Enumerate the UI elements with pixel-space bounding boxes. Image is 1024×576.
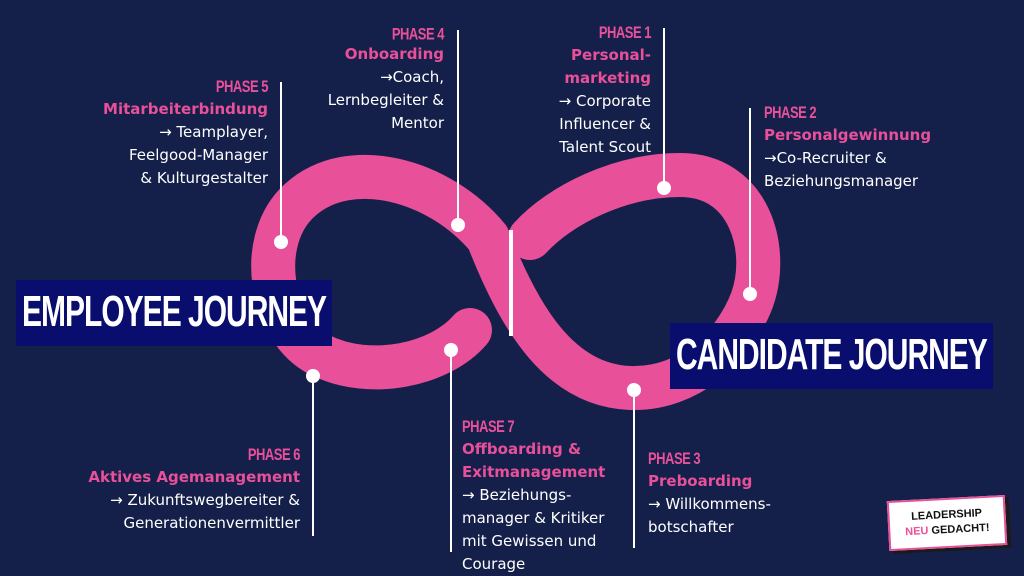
marker-phase-5	[274, 235, 288, 249]
phase-2-title: Personalgewinnung	[764, 126, 932, 144]
phase-3-tag: PHASE 3	[648, 448, 701, 468]
phase-7-title: Offboarding & Exitmanagement	[462, 440, 606, 481]
phase-2-desc: →Co-Recruiter & Beziehungsmanager	[764, 149, 919, 190]
phase-6-title: Aktives Agemanagement	[88, 468, 300, 486]
phase-7: PHASE 7 Offboarding & Exitmanagement → B…	[462, 417, 632, 576]
phase-3-desc: → Willkommens- botschafter	[648, 495, 771, 536]
badge-gedacht: GEDACHT!	[931, 521, 990, 537]
phase-6-desc: → Zukunftswegbereiter & Generationenverm…	[110, 491, 300, 532]
marker-phase-6	[306, 369, 320, 383]
phase-3-title: Preboarding	[648, 472, 753, 490]
phase-4-desc: →Coach, Lernbegleiter & Mentor	[327, 68, 444, 132]
phase-1-desc: → Corporate Influencer & Talent Scout	[558, 92, 651, 156]
employee-journey-label: EMPLOYEE JOURNEY	[16, 280, 333, 346]
phase-1-title: Personal- marketing	[564, 46, 651, 87]
marker-phase-2	[743, 287, 757, 301]
marker-phase-1	[657, 181, 671, 195]
marker-phase-4	[451, 218, 465, 232]
marker-phase-7	[444, 343, 458, 357]
phase-5-title: Mitarbeiterbindung	[103, 100, 268, 118]
marker-phase-3	[627, 383, 641, 397]
phase-5-tag: PHASE 5	[215, 76, 269, 96]
phase-6-tag: PHASE 6	[247, 444, 301, 464]
leadership-badge: LEADERSHIP NEU GEDACHT!	[886, 494, 1008, 552]
phase-5: PHASE 5 Mitarbeiterbindung → Teamplayer,…	[28, 77, 268, 190]
phase-1-tag: PHASE 1	[598, 22, 652, 42]
phase-3: PHASE 3 Preboarding → Willkommens- botsc…	[648, 449, 848, 539]
candidate-journey-label: CANDIDATE JOURNEY	[670, 323, 993, 389]
phase-2: PHASE 2 Personalgewinnung →Co-Recruiter …	[764, 103, 964, 193]
phase-2-tag: PHASE 2	[764, 102, 817, 122]
center-divider	[509, 230, 513, 336]
phase-5-desc: → Teamplayer, Feelgood-Manager & Kulturg…	[129, 123, 268, 187]
badge-neu: NEU	[904, 524, 929, 539]
phase-4: PHASE 4 Onboarding →Coach, Lernbegleiter…	[264, 24, 445, 135]
phase-6: PHASE 6 Aktives Agemanagement → Zukunfts…	[40, 445, 300, 535]
phase-4-title: Onboarding	[344, 45, 444, 63]
phase-7-tag: PHASE 7	[462, 416, 515, 436]
phase-7-desc: → Beziehungs- manager & Kritiker mit Gew…	[462, 486, 605, 573]
phase-4-tag: PHASE 4	[391, 24, 445, 43]
phase-1: PHASE 1 Personal- marketing → Corporate …	[471, 23, 652, 159]
